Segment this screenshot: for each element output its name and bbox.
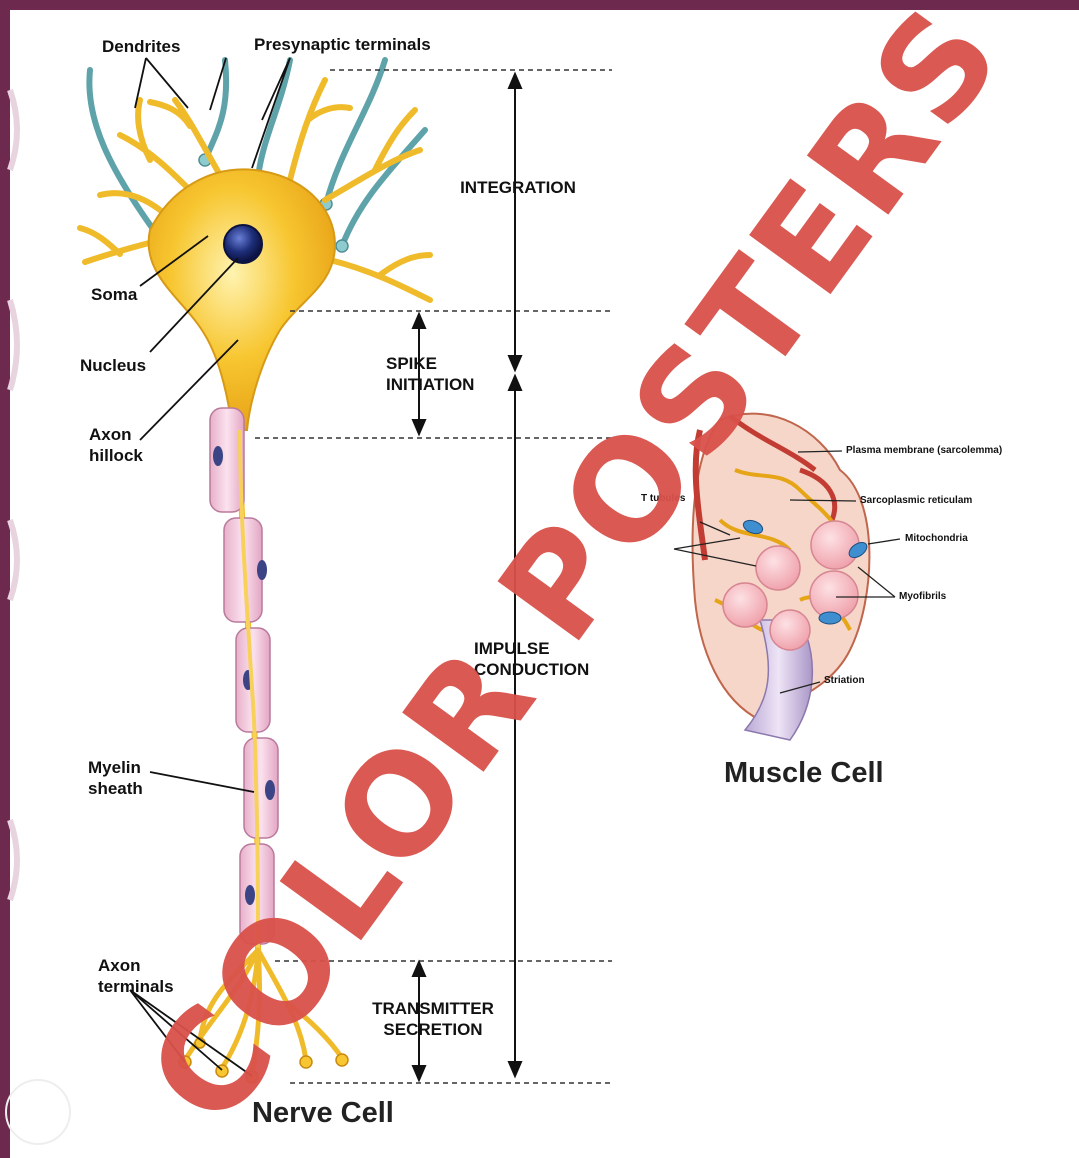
label-mitochondria: Mitochondria (905, 533, 968, 544)
caption-muscle-cell: Muscle Cell (724, 757, 884, 790)
label-presynaptic-terminals: Presynaptic terminals (254, 34, 431, 55)
label-nucleus: Nucleus (80, 355, 146, 376)
zone-label-spike-initiation: SPIKE INITIATION (386, 353, 474, 395)
label-myofibrils: Myofibrils (899, 591, 946, 602)
label-striation: Striation (824, 675, 865, 686)
zone-label-transmitter-secretion: TRANSMITTER SECRETION (358, 998, 508, 1040)
label-myelin-sheath: Myelin sheath (88, 757, 143, 799)
label-sarcoplasmic-reticulum: Sarcoplasmic reticulam (860, 495, 972, 506)
label-axon-hillock: Axon hillock (89, 424, 143, 466)
nucleus-shape (224, 225, 262, 263)
label-dendrites: Dendrites (102, 36, 180, 57)
label-axon-terminals: Axon terminals (98, 955, 174, 997)
zone-label-integration: INTEGRATION (450, 177, 586, 198)
label-soma: Soma (91, 284, 137, 305)
label-plasma-membrane: Plasma membrane (sarcolemma) (846, 445, 1002, 456)
